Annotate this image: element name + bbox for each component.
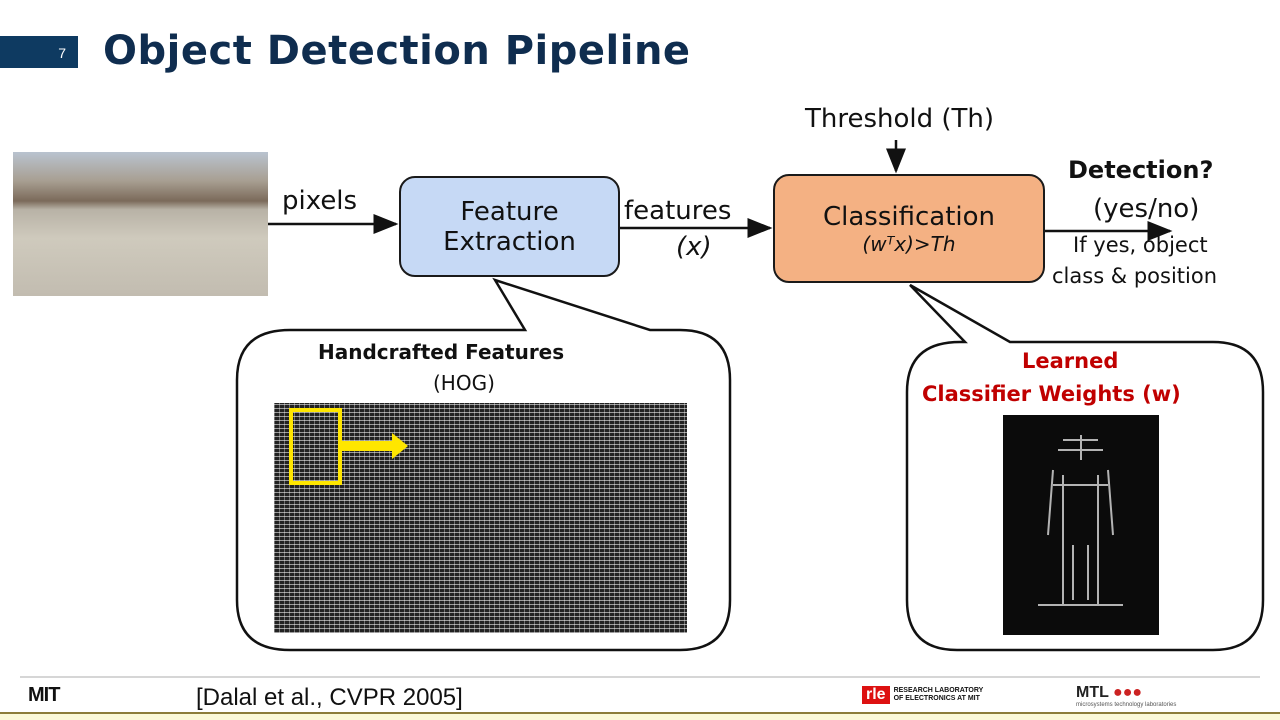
output-line1: If yes, object: [1073, 233, 1208, 257]
classifier-weights-image: [1003, 415, 1159, 635]
pixels-label: pixels: [282, 186, 358, 216]
footer-divider: [20, 676, 1260, 678]
bottom-band: [0, 712, 1280, 720]
classification-title: Classification: [822, 201, 996, 232]
sliding-arrow-head: [392, 433, 408, 459]
weights-title-2: Classifier Weights (w): [922, 382, 1181, 406]
features-var: (x): [676, 232, 712, 262]
classification-formula: (wᵀx)>Th: [862, 231, 956, 256]
slide-number: 7: [0, 36, 78, 68]
output-line2: class & position: [1052, 264, 1218, 288]
mit-logo: MIT: [28, 684, 60, 706]
mtl-logo: MTL ●●●microsystems technology laborator…: [1076, 684, 1177, 708]
feature-box-line2: Extraction: [443, 226, 576, 257]
detection-window: [289, 408, 342, 485]
weights-title-1: Learned: [1022, 349, 1119, 373]
weights-pattern: [1038, 435, 1123, 606]
slide-title: Object Detection Pipeline: [103, 28, 691, 74]
hog-feature-image: [274, 403, 687, 633]
threshold-label: Threshold (Th): [805, 104, 995, 134]
detection-title: Detection?: [1068, 156, 1214, 184]
detection-sub: (yes/no): [1093, 194, 1200, 224]
citation: [Dalal et al., CVPR 2005]: [196, 684, 463, 711]
hog-sub: (HOG): [433, 371, 495, 395]
feature-extraction-box: Feature Extraction: [399, 176, 620, 277]
input-street-photo: [13, 152, 268, 296]
hog-title: Handcrafted Features: [318, 340, 565, 364]
classification-box: Classification (wᵀx)>Th: [773, 174, 1045, 283]
features-label: features: [624, 196, 732, 226]
sliding-arrow-shaft: [342, 441, 394, 451]
feature-box-line1: Feature: [460, 196, 559, 227]
